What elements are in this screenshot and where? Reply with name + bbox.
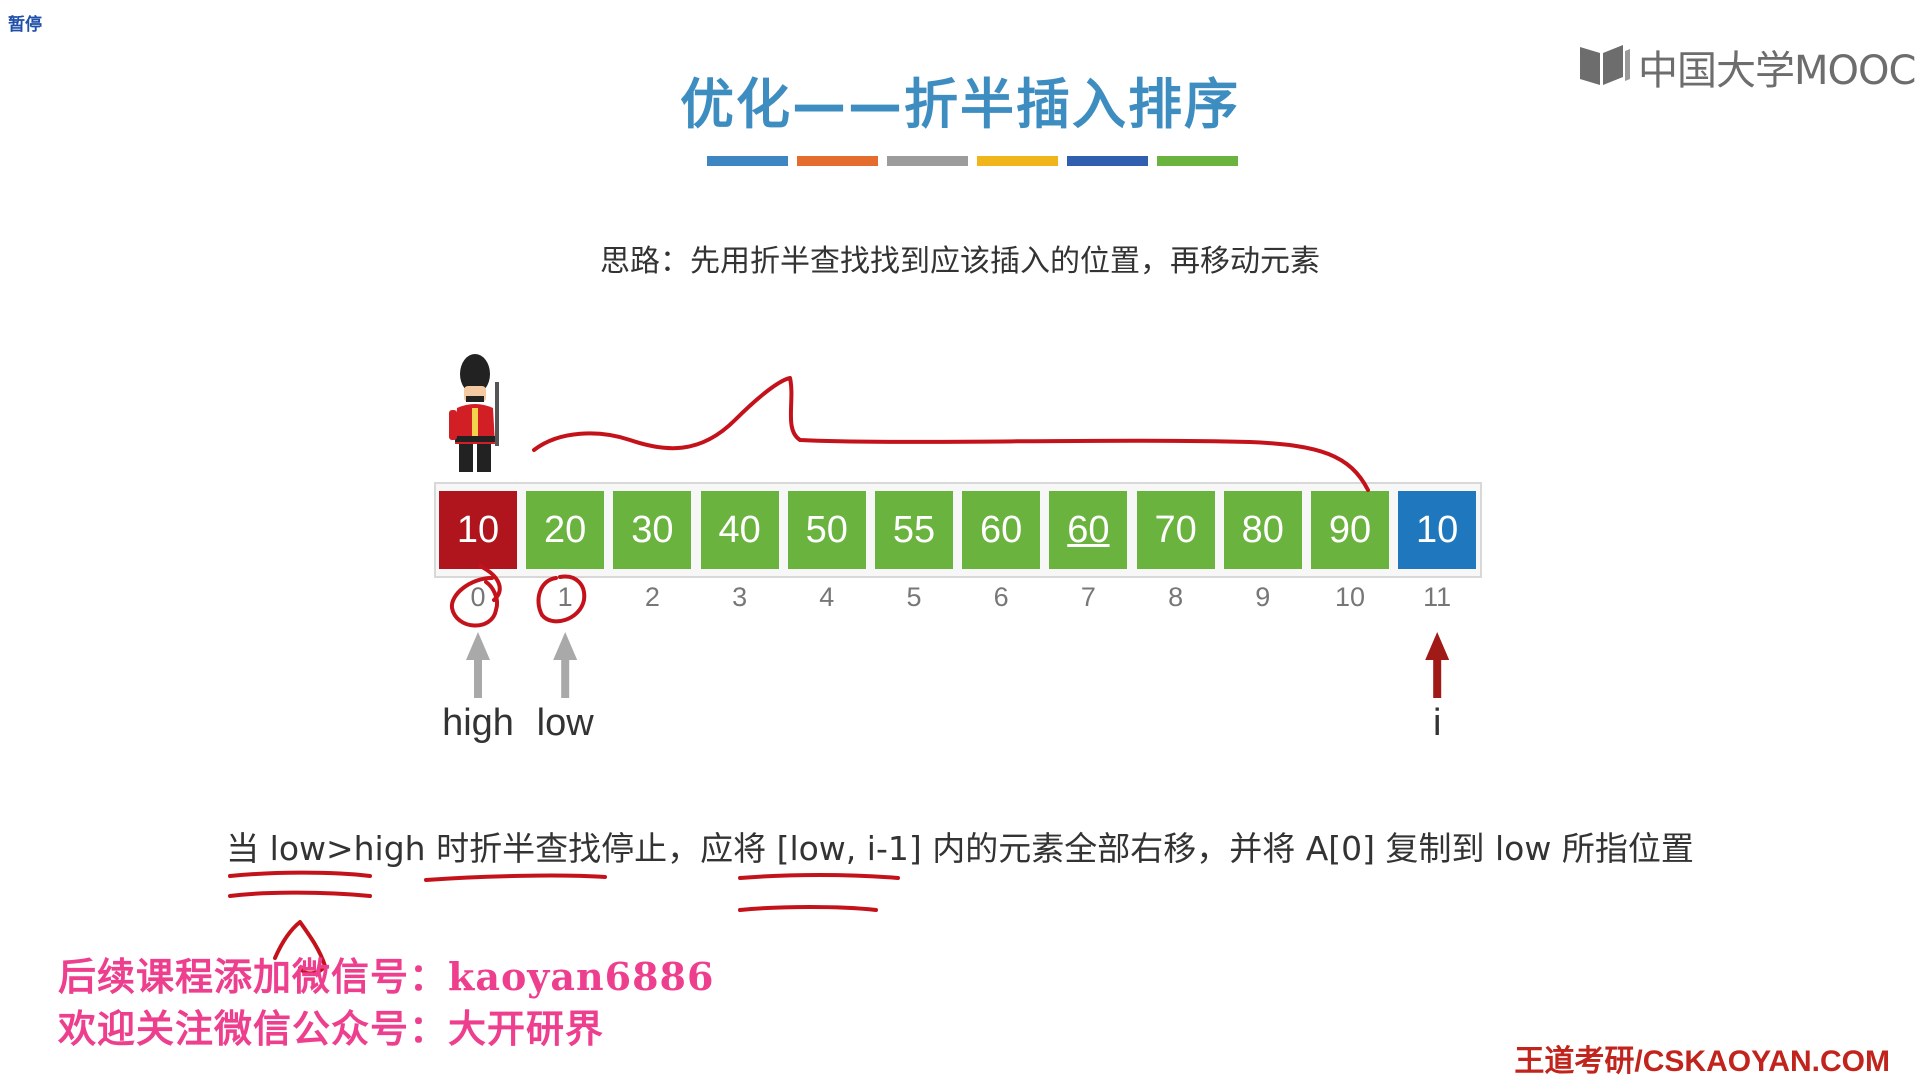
title-bar-3 <box>977 156 1058 166</box>
array-cell-7-sorted: 60 <box>1049 491 1128 569</box>
range-underline-2 <box>738 905 878 912</box>
title-bar-2 <box>887 156 968 166</box>
title-color-bars <box>707 156 1238 166</box>
arrow-low-head <box>553 632 578 660</box>
pointer-label-high: high <box>442 702 514 744</box>
pointer-label-low: low <box>536 702 594 744</box>
arrow-high-head <box>466 632 490 660</box>
mooc-logo: 中国大学MOOC <box>1578 42 1916 94</box>
array-cell-3-sorted: 40 <box>700 491 779 569</box>
array-cell-10-sorted: 90 <box>1311 491 1389 569</box>
index-label-9: 9 <box>1255 582 1271 612</box>
array-cell-2-sorted: 30 <box>613 491 692 569</box>
brand-text: 王道考研/CSKAOYAN.COM <box>1514 1045 1890 1078</box>
index-label-10: 10 <box>1334 582 1366 612</box>
index-label-5: 5 <box>906 582 922 612</box>
array-cell-6-sorted: 60 <box>962 491 1041 569</box>
index-label-7: 7 <box>1080 582 1096 612</box>
index-label-11: 11 <box>1423 582 1452 612</box>
low-high-underline-1 <box>228 870 372 878</box>
index-label-1: 1 <box>557 582 573 612</box>
high-circle-annotation <box>449 576 499 628</box>
array-cell-11-current: 10 <box>1398 491 1477 569</box>
arrow-i-head <box>1425 632 1450 660</box>
watermark-line-1: 后续课程添加微信号：kaoyan6886 <box>58 954 715 999</box>
idea-text: 思路：先用折半查找找到应该插入的位置，再移动元素 <box>600 244 1320 279</box>
arrow-high-shaft <box>474 658 482 698</box>
caret-annotation <box>273 920 327 976</box>
array-cell-8-sorted: 70 <box>1136 491 1215 569</box>
rule-text: 当 low>high 时折半查找停止，应将 [low, i-1] 内的元素全部右… <box>226 829 1694 868</box>
index-label-0: 0 <box>470 582 486 612</box>
index-label-3: 3 <box>732 582 748 612</box>
wavy-bracket-annotation <box>532 376 1370 492</box>
array-cell-1-sorted: 20 <box>526 491 605 569</box>
range-underline-1 <box>738 873 900 880</box>
title-bar-5 <box>1157 156 1238 166</box>
rule-underline <box>424 873 607 882</box>
array-cell-9-sorted: 80 <box>1223 491 1302 569</box>
sentinel-hook-annotation <box>478 564 502 602</box>
index-label-6: 6 <box>993 582 1009 612</box>
array-cell-5-sorted: 55 <box>875 491 953 569</box>
low-high-underline-2 <box>228 890 372 898</box>
low-circle-annotation <box>536 574 587 624</box>
book-logo-icon <box>1578 43 1632 91</box>
soldier-guard-icon <box>447 352 507 480</box>
title-bar-0 <box>707 156 788 166</box>
pause-label[interactable]: 暂停 <box>8 15 42 35</box>
title-bar-1 <box>797 156 878 166</box>
logo-text: 中国大学MOOC <box>1638 48 1916 94</box>
slide-title: 优化——折半插入排序 <box>680 73 1240 136</box>
arrow-low-shaft <box>561 658 570 698</box>
index-label-2: 2 <box>644 582 660 612</box>
title-bar-4 <box>1067 156 1148 166</box>
index-label-4: 4 <box>819 582 835 612</box>
array-cell-4-sorted: 50 <box>787 491 866 569</box>
watermark-line-2: 欢迎关注微信公众号：大开研界 <box>58 1006 605 1051</box>
arrow-i-shaft <box>1433 658 1442 698</box>
index-label-8: 8 <box>1168 582 1184 612</box>
array-cell-0-sentinel: 10 <box>439 491 517 569</box>
pointer-label-i: i <box>1432 702 1442 744</box>
